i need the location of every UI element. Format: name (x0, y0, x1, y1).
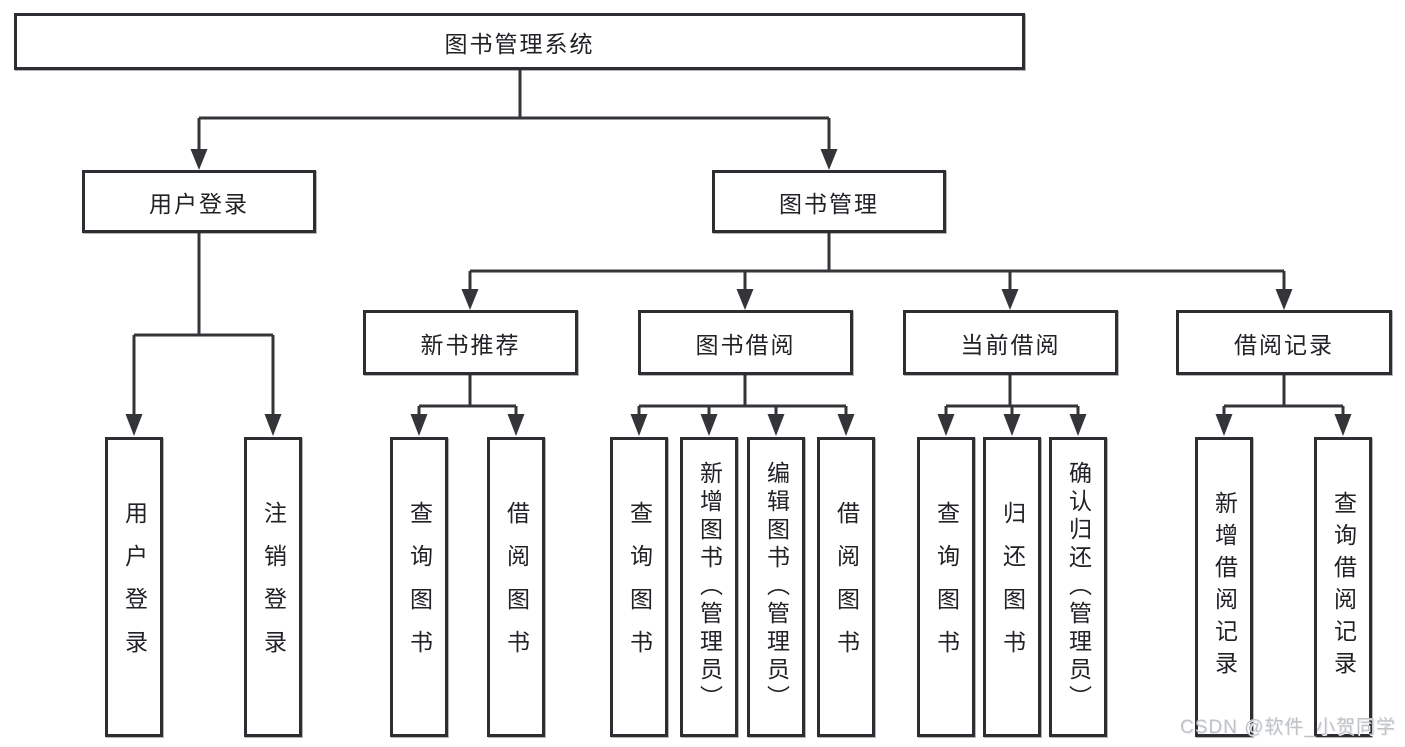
arrowhead-icon (507, 414, 525, 436)
arrowhead-icon (630, 414, 648, 436)
arrowhead-icon (264, 414, 282, 436)
arrowhead-icon (937, 414, 955, 436)
node-book-borrow: 图书借阅 (638, 310, 853, 375)
leaf-borrow-books: 借阅图书 (817, 437, 875, 737)
node-label: 编辑图书（管理员） (763, 461, 790, 713)
leaf-return-books: 归还图书 (983, 437, 1041, 737)
node-label: 图书管理系统 (444, 30, 595, 57)
connector-level3-rail (468, 233, 1286, 291)
node-label: 用户登录 (121, 501, 148, 673)
leaf-confirm-return-admin: 确认归还（管理员） (1049, 437, 1107, 737)
node-label: 借阅图书 (833, 501, 860, 673)
node-label: 图书借阅 (695, 331, 796, 358)
arrowhead-icon (820, 149, 838, 170)
leaf-logout: 注销登录 (244, 437, 302, 737)
arrowhead-icon (125, 414, 143, 436)
node-borrow-records: 借阅记录 (1176, 310, 1392, 375)
node-label: 图书管理 (779, 190, 879, 217)
arrowhead-icon (767, 414, 785, 436)
leaf-borrow-books-recommend: 借阅图书 (487, 437, 545, 737)
csdn-watermark: CSDN @软件_小贺同学 (1180, 717, 1396, 738)
leaf-query-borrow-record: 查询借阅记录 (1314, 437, 1372, 737)
leaf-edit-books-admin: 编辑图书（管理员） (747, 437, 805, 737)
arrowhead-icon (1003, 414, 1021, 436)
node-label: 查询借阅记录 (1330, 491, 1357, 683)
arrowhead-icon (1069, 414, 1087, 436)
connector-borrow-records-rail (1222, 375, 1345, 416)
node-label: 新增图书（管理员） (696, 461, 723, 713)
arrowhead-icon (700, 414, 718, 436)
node-label: 归还图书 (999, 501, 1026, 673)
connector-level2-rail (197, 116, 831, 151)
arrowhead-icon (461, 289, 479, 310)
node-label: 确认归还（管理员） (1065, 461, 1092, 713)
node-label: 查询图书 (406, 501, 433, 673)
node-label: 新增借阅记录 (1211, 491, 1238, 683)
node-user-login: 用户登录 (82, 170, 316, 233)
arrowhead-icon (1275, 289, 1293, 310)
leaf-user-login: 用户登录 (105, 437, 163, 737)
arrowhead-icon (837, 414, 855, 436)
arrowhead-icon (1215, 414, 1233, 436)
node-label: 新书推荐 (420, 331, 521, 358)
leaf-add-books-admin: 新增图书（管理员） (680, 437, 738, 737)
node-label: 查询图书 (626, 501, 653, 673)
node-book-management: 图书管理 (712, 170, 946, 233)
leaf-add-borrow-record: 新增借阅记录 (1195, 437, 1253, 737)
node-current-borrow: 当前借阅 (903, 310, 1118, 375)
node-label: 用户登录 (149, 190, 249, 217)
connector-new-book-rail (417, 375, 518, 416)
node-root-library-system: 图书管理系统 (14, 13, 1025, 70)
arrowhead-icon (1334, 414, 1352, 436)
arrowhead-icon (1001, 289, 1019, 310)
leaf-query-books-borrow: 查询图书 (610, 437, 668, 737)
node-label: 当前借阅 (960, 331, 1061, 358)
leaf-query-books-current: 查询图书 (917, 437, 975, 737)
leaf-query-books-recommend: 查询图书 (390, 437, 448, 737)
arrowhead-icon (736, 289, 754, 310)
node-label: 借阅记录 (1234, 331, 1334, 358)
connector-user-login-rail (132, 233, 275, 416)
arrowhead-icon (190, 149, 208, 170)
node-new-book-recommend: 新书推荐 (363, 310, 578, 375)
node-label: 借阅图书 (503, 501, 530, 673)
node-label: 注销登录 (260, 501, 287, 673)
arrowhead-icon (410, 414, 428, 436)
connector-book-borrow-rail (637, 375, 848, 416)
node-label: 查询图书 (933, 501, 960, 673)
connector-current-borrow-rail (944, 375, 1080, 416)
